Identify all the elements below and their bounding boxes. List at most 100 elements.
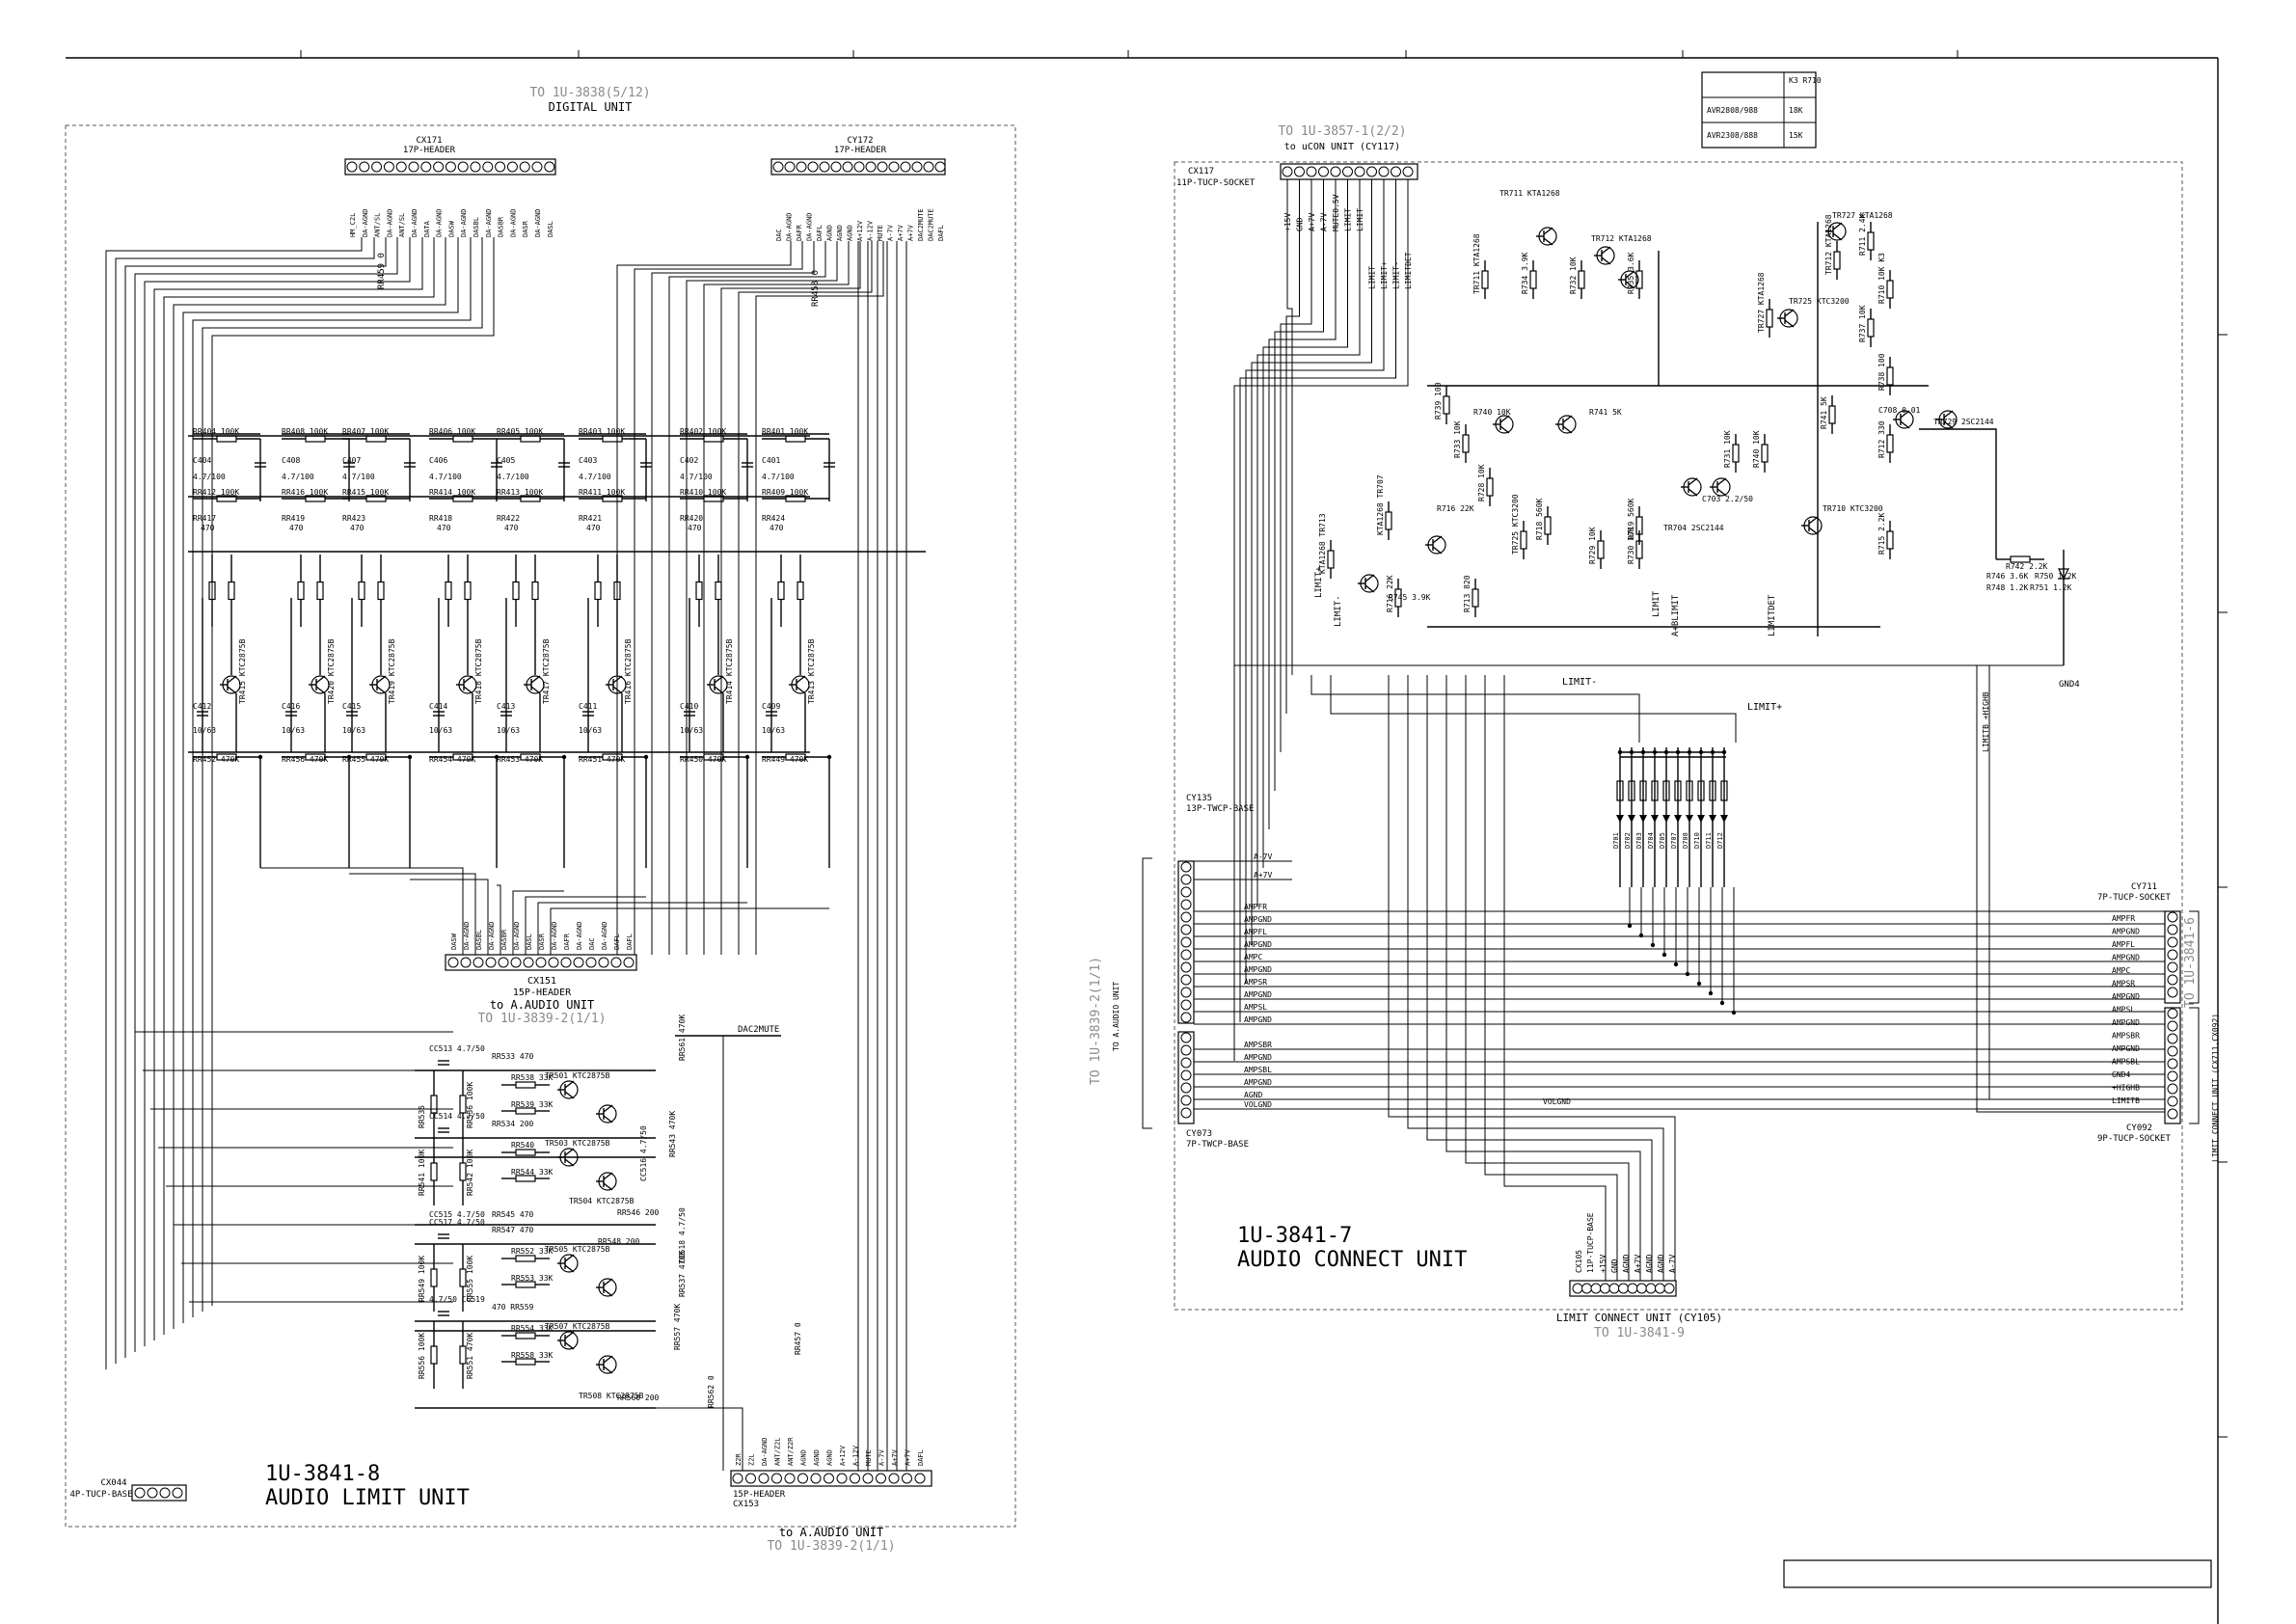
connect-component-label: R741 5K [1820, 396, 1828, 429]
svg-text:D710: D710 [1693, 832, 1701, 849]
cy172-pin-label: A+7V [897, 224, 905, 241]
cy172-pin-label: DAFL [816, 225, 824, 241]
cx151-pin-label: DASL [526, 934, 533, 950]
cap-low-value: 10/63 [193, 726, 216, 735]
audio-connect-board-number: 1U-3841-7 [1237, 1224, 1352, 1248]
svg-text:RR558 33K: RR558 33K [511, 1351, 554, 1360]
cx105-pin [1645, 1283, 1657, 1294]
cx171-pin [445, 161, 456, 173]
cx171-pin-label: DASR [522, 220, 529, 237]
cap-low-value: 10/63 [282, 726, 305, 735]
rr458-label: RR458 0 [811, 270, 821, 307]
bus-label-left: AMPSBL [1244, 1066, 1272, 1074]
rr-470-value: 470 [201, 524, 215, 532]
sheet-frame [66, 50, 2228, 1624]
bus-label-left: AMPC [1244, 953, 1262, 961]
cx171-pin-label: DA-AGND [460, 208, 468, 237]
cx171-pin-label: DASBL [473, 217, 480, 237]
audio-connect-board-outline [1174, 161, 2183, 1311]
connect-component-label: R712 330 [1877, 420, 1886, 458]
svg-text:K3 R710: K3 R710 [1789, 76, 1822, 85]
connect-component-label: R734 3.9K [1521, 252, 1529, 294]
cy172-pin-label: DAC2MUTE [917, 208, 925, 241]
cap-top-value: 4.7/100 [762, 473, 795, 481]
lower-rr-label: RR547 470 [492, 1226, 534, 1234]
rr-470-label: RR419 [282, 514, 305, 523]
cap-low-label: C409 [762, 702, 780, 711]
svg-text:RR536 100K: RR536 100K [466, 1082, 474, 1128]
ladder-diode: D711 [1705, 747, 1716, 887]
right-dest: TO 1U-3841-6 [2183, 917, 2198, 1008]
rr-low-label: RR451 470K [579, 755, 625, 764]
bus-label-right: AMPC [2112, 966, 2130, 975]
cx171-pin [383, 161, 394, 173]
rr-low-label: RR453 470K [497, 755, 543, 764]
svg-text:AVR2808/988: AVR2808/988 [1707, 106, 1758, 115]
transistor: TR416 KTC2875B [606, 638, 633, 704]
svg-text:RR553 33K: RR553 33K [511, 1274, 554, 1283]
cap-top-value: 4.7/100 [193, 473, 226, 481]
svg-text:A+BLIMIT: A+BLIMIT [1671, 594, 1681, 636]
cx151-pin [623, 957, 635, 968]
svg-text:R742 2.2K: R742 2.2K [2006, 562, 2048, 571]
svg-text:7P-TUCP-SOCKET: 7P-TUCP-SOCKET [2097, 893, 2171, 903]
svg-text:TR729 2SC2144: TR729 2SC2144 [1933, 418, 1994, 426]
cx151-pin-label: DASR [538, 933, 546, 950]
cx117-pin [1391, 166, 1401, 177]
cx105-pin [1636, 1283, 1647, 1294]
cx153-pin-label: Z2L [748, 1453, 756, 1466]
bus-label-left: AGND [1244, 1091, 1262, 1099]
cx151-pin [548, 957, 559, 968]
cx105-pin-label: AGND [1657, 1255, 1665, 1273]
rr-pull-label: RR404 100K [193, 427, 239, 436]
cap-low-value: 10/63 [579, 726, 602, 735]
rr-mid-label: RR414 100K [429, 488, 475, 497]
connect-component-label: KTA1268 TR707 [1376, 474, 1385, 535]
connect-component-label: TR711 KTA1268 [1472, 233, 1481, 294]
bus-label-right: +HIGHB [2112, 1084, 2140, 1093]
cy711-pin [2167, 987, 2178, 998]
svg-text:TR725 KTC3200: TR725 KTC3200 [1789, 297, 1850, 306]
svg-text:RR538 33K: RR538 33K [511, 1073, 554, 1082]
svg-text:RR545 470: RR545 470 [492, 1210, 534, 1219]
ladder-diode: D704 [1647, 747, 1659, 887]
cx117-pin [1318, 166, 1329, 177]
cx171-pin [506, 161, 518, 173]
svg-text:D701: D701 [1612, 832, 1620, 849]
cy135-pin [1180, 911, 1192, 923]
cy092-pin [2167, 1096, 2178, 1107]
cx171-pin-label: DA-AGND [411, 208, 419, 237]
lower-transistor [596, 1355, 617, 1374]
svg-text:TR704 2SC2144: TR704 2SC2144 [1663, 524, 1724, 532]
rr-470-label: RR417 [193, 514, 216, 523]
svg-text:R748 1.2K: R748 1.2K [1986, 583, 2029, 592]
cy172-pin-label: A+12V [856, 220, 864, 241]
svg-text:R716 22K: R716 22K [1437, 504, 1474, 513]
rr-mid-label: RR411 100K [579, 488, 625, 497]
cy092-pin [2167, 1108, 2178, 1120]
transistor: TR413 KTC2875B [789, 638, 816, 704]
svg-text:13P-TWCP-BASE: 13P-TWCP-BASE [1186, 804, 1254, 814]
dac2mute-net: DAC2MUTE [738, 1025, 779, 1035]
cy711-pin [2167, 936, 2178, 948]
svg-text:TR503 KTC2875B: TR503 KTC2875B [545, 1139, 610, 1148]
cx171-pin-label: ANT/SL [398, 213, 406, 237]
svg-text:RR540: RR540 [511, 1141, 534, 1150]
cx151-pin-label: DA-AGND [551, 921, 558, 950]
cap-top-value: 4.7/100 [429, 473, 462, 481]
cx153-pin-label: MUTE [865, 1449, 873, 1466]
bus-label-left: AMPGND [1244, 915, 1272, 924]
cy073-pin [1180, 1032, 1192, 1043]
variant-table: K3 R710 AVR2808/988 18K AVR2308/888 15K [1701, 71, 1822, 149]
cy172-pin [796, 161, 807, 173]
left-connector-stack [1142, 857, 1195, 1129]
bus-label-right: AMPGND [2112, 1018, 2140, 1027]
connect-transistor [1536, 227, 1557, 246]
cy172-pin [900, 161, 911, 173]
